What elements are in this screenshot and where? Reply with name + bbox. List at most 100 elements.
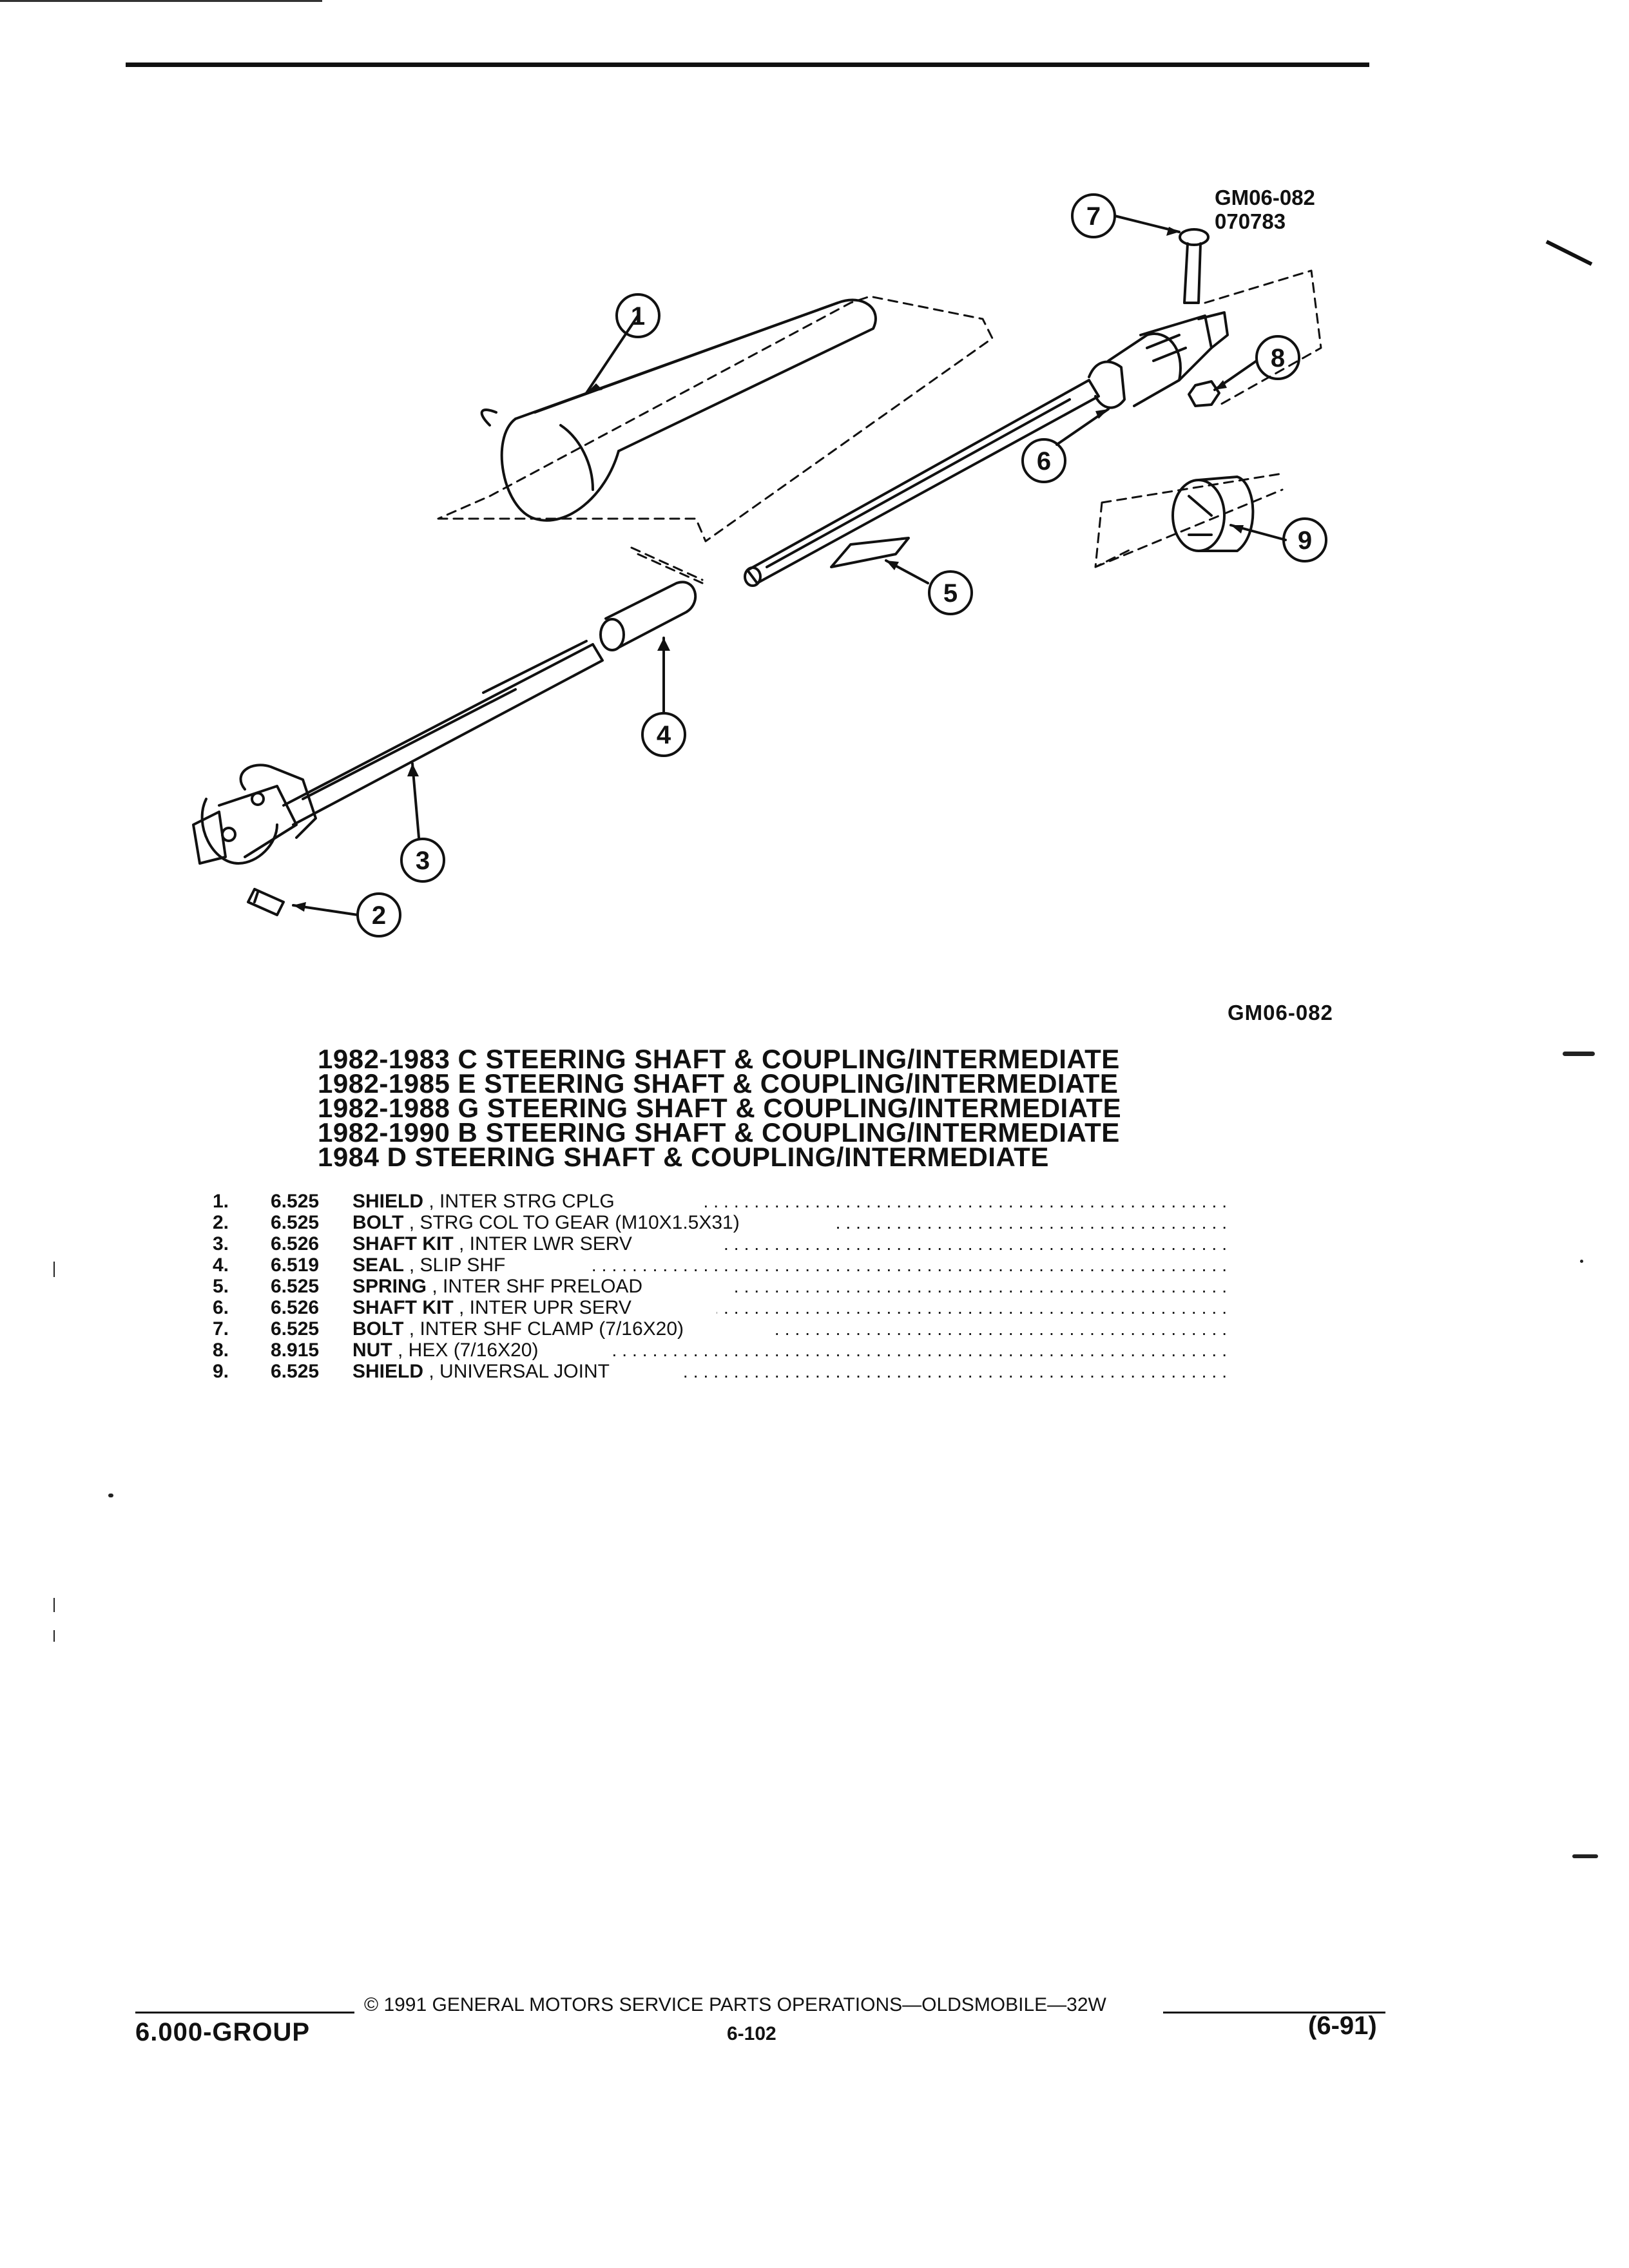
part-group-code: 6.519 [271,1254,320,1276]
figure-id-top: GM06-082 [1215,186,1315,209]
nut-part-8 [1188,380,1220,407]
part-group-code: 6.525 [271,1318,320,1340]
callout-7: 7 [1071,193,1116,238]
callout-2: 2 [356,892,401,937]
callout-9: 9 [1282,517,1327,562]
svg-text:4: 4 [657,721,671,749]
scan-mark [53,1630,55,1642]
leader-dots: ........................................… [704,1191,1232,1211]
leader-dots: ........................................… [723,1234,1232,1254]
part-description: , UNIVERSAL JOINT [429,1361,610,1382]
svg-text:2: 2 [372,901,386,930]
svg-text:8: 8 [1271,344,1285,372]
part-description: , HEX (7/16X20) [398,1340,539,1361]
callout-6: 6 [1021,438,1066,483]
scan-mark [108,1494,113,1497]
part-name: BOLT [352,1318,404,1340]
ujoint-shield-part-9 [1171,476,1255,552]
svg-text:7: 7 [1086,202,1101,231]
shield-ujoint-outline-dashed [1094,472,1284,568]
part-description: , SLIP SHF [409,1254,506,1276]
part-description: , INTER SHF CLAMP (7/16X20) [409,1318,684,1340]
leader-dots: ........................................… [768,1319,1232,1339]
title-line: 1982-1990 B STEERING SHAFT & COUPLING/IN… [318,1117,1120,1148]
parts-list-item: 9. 6.525 SHIELD , UNIVERSAL JOINT ......… [213,1361,1244,1382]
part-group-code: 8.915 [271,1340,320,1361]
svg-text:6: 6 [1037,447,1051,476]
part-name: BOLT [352,1212,404,1233]
footer-group: 6.000-GROUP [135,2018,311,2046]
part-group-code: 6.525 [271,1191,320,1212]
leader-dots: ........................................… [717,1298,1232,1318]
callout-8: 8 [1255,335,1300,380]
scan-mark [1580,1260,1583,1263]
svg-text:3: 3 [416,847,430,875]
scan-mark [53,1598,55,1612]
part-name: NUT [352,1340,392,1361]
bolt-part-7 [1179,228,1210,304]
callout-3: 3 [400,838,445,883]
figure-date: 070783 [1215,209,1286,233]
part-name: SHAFT KIT [352,1233,454,1254]
lower-shaft-part-3 [192,640,604,865]
parts-list-item: 7. 6.525 BOLT , INTER SHF CLAMP (7/16X20… [213,1318,1244,1340]
part-name: SHAFT KIT [352,1297,454,1318]
part-name: SHIELD [352,1361,424,1382]
page-number: 6-102 [727,2023,776,2044]
part-description: , INTER LWR SERV [459,1233,632,1254]
part-group-code: 6.526 [271,1233,320,1254]
part-group-code: 6.525 [271,1276,320,1297]
title-block: 1982-1983 C STEERING SHAFT & COUPLING/IN… [318,1044,1284,1172]
part-number: 9. [213,1361,229,1382]
edge-mark [1545,240,1593,266]
figure-id-bottom: GM06-082 [1228,1001,1333,1024]
parts-list-item: 8. 8.915 NUT , HEX (7/16X20) ...........… [213,1340,1244,1361]
title-line: 1982-1985 E STEERING SHAFT & COUPLING/IN… [318,1068,1119,1099]
parts-list: 1. 6.525 SHIELD , INTER STRG CPLG ......… [213,1191,1244,1382]
parts-list-item: 4. 6.519 SEAL , SLIP SHF ...............… [213,1254,1244,1276]
scan-mark [1563,1052,1595,1056]
leader-dots: ........................................… [678,1361,1232,1381]
title-line: 1982-1983 C STEERING SHAFT & COUPLING/IN… [318,1044,1120,1074]
footer-date: (6-91) [1308,2012,1377,2040]
callout-4: 4 [641,712,686,757]
callout-5: 5 [928,570,973,615]
title-line: 1982-1988 G STEERING SHAFT & COUPLING/IN… [318,1093,1122,1123]
header-rule [126,62,1369,67]
part-number: 8. [213,1340,229,1361]
parts-list-item: 1. 6.525 SHIELD , INTER STRG CPLG ......… [213,1191,1244,1212]
svg-text:1: 1 [631,302,645,331]
leader-dots: ........................................ [833,1213,1232,1233]
shield-part-1 [480,298,877,522]
seal-part-4 [599,581,697,651]
title-line: 1984 D STEERING SHAFT & COUPLING/INTERME… [318,1142,1049,1172]
part-name: SPRING [352,1276,427,1297]
part-description: , INTER SHF PRELOAD [432,1276,643,1297]
part-group-code: 6.525 [271,1361,320,1382]
part-number: 5. [213,1276,229,1297]
part-name: SEAL [352,1254,404,1276]
part-description: , INTER STRG CPLG [429,1191,615,1212]
part-number: 3. [213,1233,229,1254]
leader-dots: ........................................… [729,1276,1232,1296]
part-number: 4. [213,1254,229,1276]
corner-rule [0,0,322,2]
scan-mark [53,1262,55,1277]
part-number: 6. [213,1297,229,1318]
leader-dashed-4 [630,546,704,584]
leader-dots: ........................................… [607,1340,1232,1360]
leader-1 [585,314,639,394]
parts-list-item: 6. 6.526 SHAFT KIT , INTER UPR SERV ....… [213,1297,1244,1318]
bolt-part-2 [247,888,285,916]
footer-rule-right [1163,2012,1385,2013]
scan-mark [1572,1854,1598,1858]
parts-list-item: 5. 6.525 SPRING , INTER SHF PRELOAD ....… [213,1276,1244,1297]
part-name: SHIELD [352,1191,424,1212]
part-number: 7. [213,1318,229,1340]
part-number: 1. [213,1191,229,1212]
svg-text:9: 9 [1298,526,1312,555]
parts-list-item: 2. 6.525 BOLT , STRG COL TO GEAR (M10X1.… [213,1212,1244,1233]
leader-dots: ........................................… [588,1255,1232,1275]
exploded-parts-diagram: 1 2 3 4 5 6 7 8 9 GM06-082 070783 [192,186,1593,937]
callout-1: 1 [615,293,660,338]
